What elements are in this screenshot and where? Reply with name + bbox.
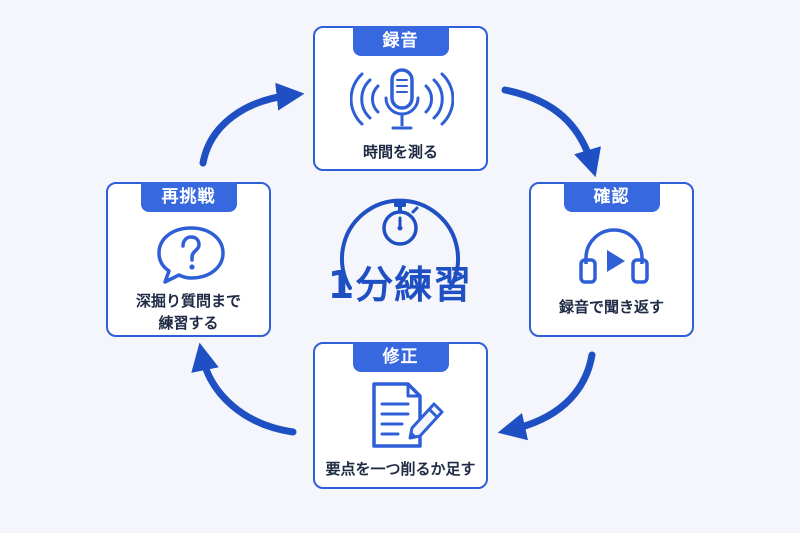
stopwatch-icon xyxy=(382,202,419,246)
step-caption-retry-line1: 深掘り質問まで xyxy=(135,292,241,310)
step-caption-record: 時間を測る xyxy=(362,143,438,161)
document-edit-icon xyxy=(372,382,444,448)
step-card-record: 録音 時間を測る xyxy=(313,26,488,171)
center-ring xyxy=(340,198,460,290)
headphones-icon xyxy=(579,228,649,284)
step-title-retry: 再挑戦 xyxy=(140,182,237,212)
step-title-check: 確認 xyxy=(563,182,660,212)
step-title-revise: 修正 xyxy=(352,342,449,372)
arrow-retry-to-record xyxy=(199,82,305,167)
arrow-record-to-check xyxy=(501,86,601,178)
pencil-icon xyxy=(408,402,444,440)
step-card-revise: 修正 要点を一つ削るか足す xyxy=(313,342,488,489)
step-caption-retry-line2: 練習する xyxy=(158,314,219,332)
question-bubble-icon xyxy=(157,226,225,284)
center-title: 1分練習 xyxy=(327,263,473,307)
arrow-revise-to-retry xyxy=(191,342,297,436)
step-card-check: 確認 録音で聞き返す xyxy=(529,182,694,337)
step-caption-revise: 要点を一つ削るか足す xyxy=(325,460,476,478)
step-card-retry: 再挑戦 深掘り質問まで 練習する xyxy=(106,182,271,337)
step-caption-check: 録音で聞き返す xyxy=(558,298,664,316)
arrow-check-to-revise xyxy=(497,351,596,441)
play-icon xyxy=(607,250,625,272)
step-title-record: 録音 xyxy=(352,26,449,56)
microphone-icon xyxy=(350,68,454,130)
